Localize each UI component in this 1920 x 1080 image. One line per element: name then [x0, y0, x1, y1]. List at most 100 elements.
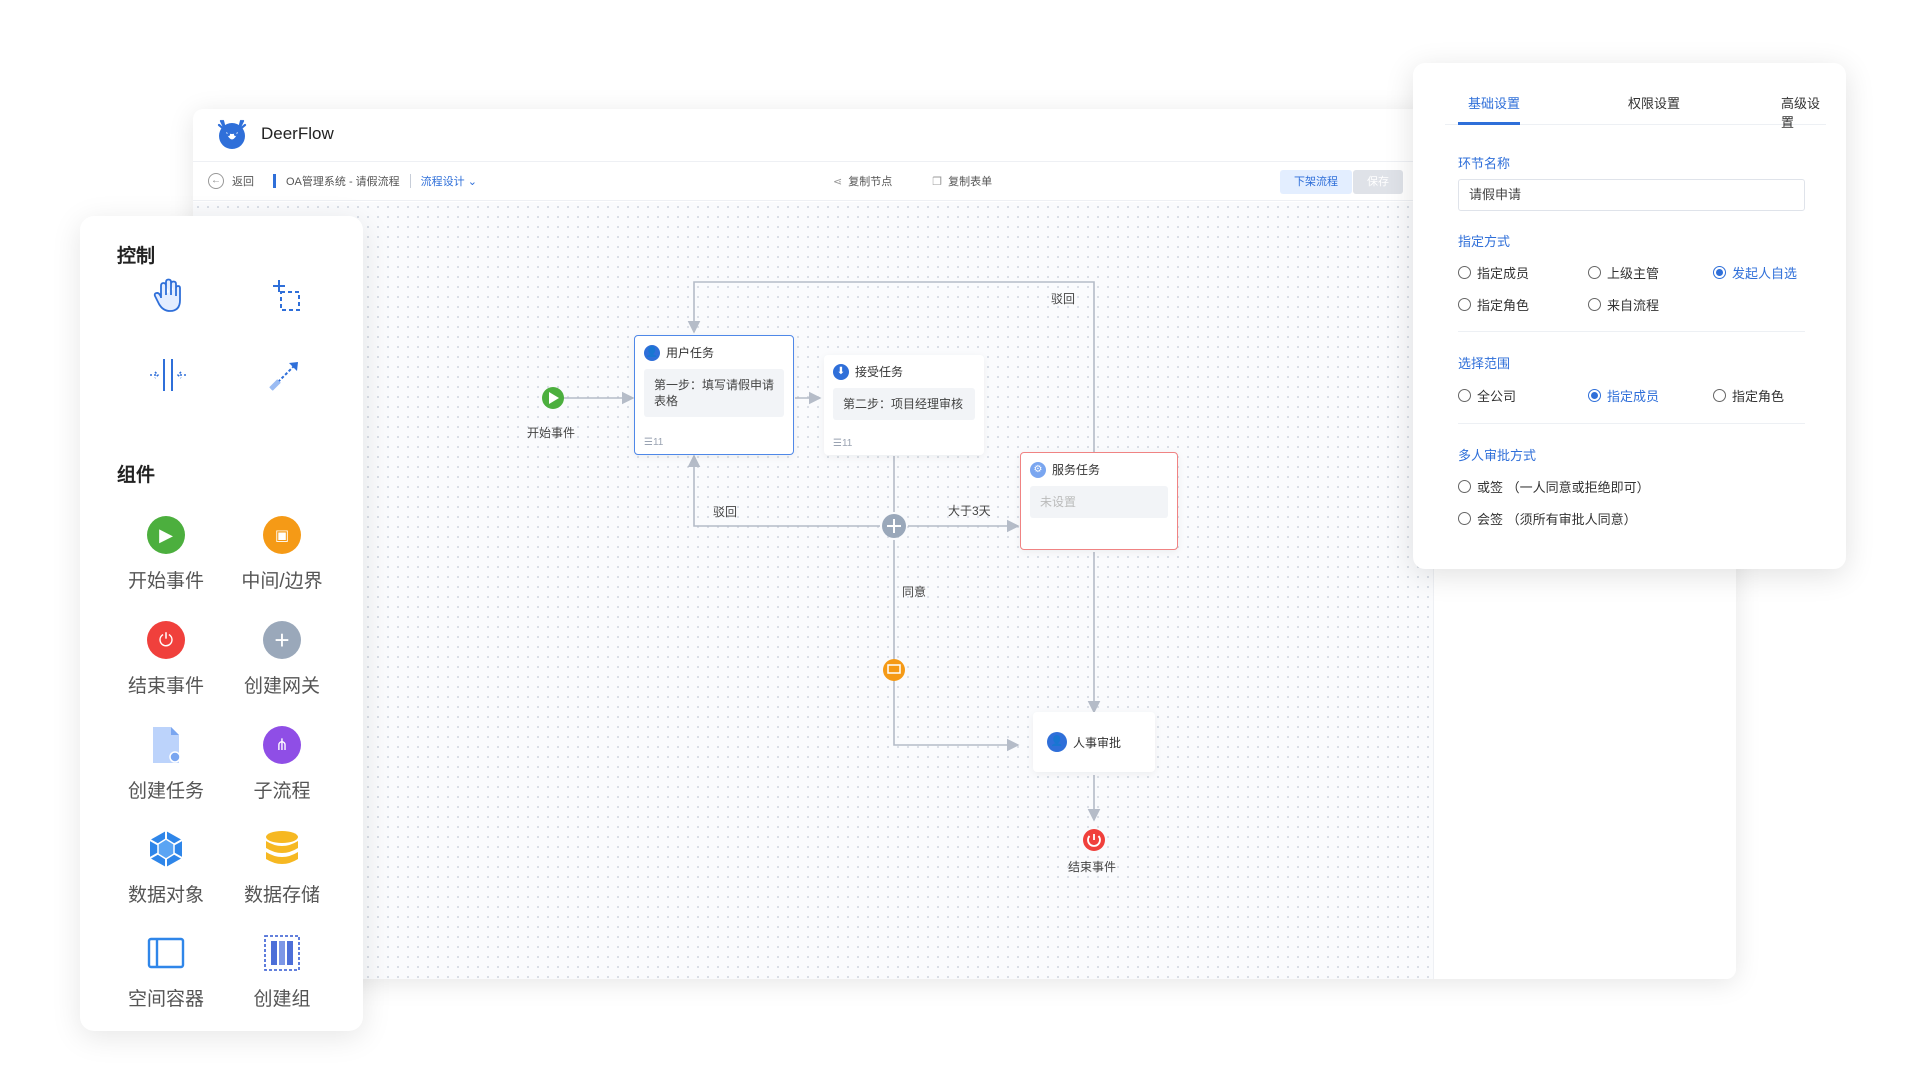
designer-toolbar: ← 返回 OA管理系统 - 请假流程 流程设计 ⌄ ⋖复制节点 ❐ 复制表单 下架… [193, 161, 1736, 201]
component-section-title: 组件 [117, 465, 156, 486]
copy-node-label: 复制节点 [848, 176, 893, 188]
radio-assign-role[interactable]: 指定角色 [1458, 295, 1529, 314]
component-data-store[interactable]: 数据存储 [222, 828, 342, 907]
edge-label-over3: 大于3天 [948, 504, 991, 518]
user-task-node[interactable]: 👤 用户任务 第一步：填写请假申请表格 ☰11 [634, 335, 794, 455]
split-tool-button[interactable] [138, 350, 198, 400]
pool-icon [147, 937, 185, 969]
component-label: 创建任务 [127, 781, 204, 802]
component-label: 数据存储 [243, 885, 320, 906]
copy-form-button[interactable]: ❐ 复制表单 [932, 173, 992, 189]
radio-label: 或签 （一人同意或拒绝即可） [1477, 480, 1650, 495]
accept-task-body: 第二步：项目经理审核 [833, 388, 975, 420]
radio-scope-company[interactable]: 全公司 [1458, 386, 1516, 405]
connect-tool-button[interactable] [255, 350, 315, 400]
user-task-footer: ☰11 [644, 437, 664, 448]
connect-icon [269, 362, 298, 391]
component-label: 中间/边界 [241, 571, 323, 592]
breadcrumb-path[interactable]: OA管理系统 - 请假流程 [286, 176, 400, 188]
edge-label-reject-top: 驳回 [1051, 292, 1076, 306]
hr-approval-title: 人事审批 [1073, 735, 1122, 750]
radio-assign-member[interactable]: 指定成员 [1458, 263, 1529, 282]
split-icon [150, 359, 186, 391]
radio-label: 全公司 [1477, 389, 1517, 404]
scope-label: 选择范围 [1458, 356, 1511, 371]
flow-canvas[interactable] [193, 202, 1433, 979]
start-event-label: 开始事件 [527, 426, 576, 440]
deer-logo-icon [217, 119, 247, 149]
gateway-icon: + [263, 621, 301, 659]
select-icon [273, 280, 300, 311]
copy-form-label: 复制表单 [948, 176, 993, 188]
component-label: 开始事件 [127, 571, 204, 592]
user-icon: 👤 [1047, 732, 1067, 752]
node-name-input[interactable]: 请假申请 [1458, 179, 1805, 211]
start-event-icon: ▶ [147, 516, 185, 554]
hr-approval-node[interactable]: 👤 人事审批 [1033, 712, 1155, 772]
radio-assign-supervisor[interactable]: 上级主管 [1588, 263, 1659, 282]
radio-multi-or[interactable]: 或签 （一人同意或拒绝即可） [1458, 477, 1650, 496]
copy-actions: ⋖复制节点 ❐ 复制表单 [833, 173, 992, 189]
tab-basic[interactable]: 基础设置 [1468, 96, 1521, 111]
component-group[interactable]: 创建组 [222, 932, 342, 1011]
active-tab-indicator [1458, 122, 1520, 125]
accept-task-node[interactable]: ⬇ 接受任务 第二步：项目经理审核 ☰11 [824, 355, 984, 455]
copy-node-button[interactable]: ⋖复制节点 [833, 173, 892, 189]
component-start-event[interactable]: ▶ 开始事件 [106, 514, 226, 593]
accept-task-title: 接受任务 [855, 365, 904, 379]
titlebar: DeerFlow [193, 109, 1736, 159]
component-label: 创建组 [253, 989, 311, 1010]
user-task-body: 第一步：填写请假申请表格 [644, 369, 784, 417]
radio-scope-role[interactable]: 指定角色 [1713, 386, 1784, 405]
hr-approval-header: 👤 人事审批 [1033, 732, 1121, 752]
radio-label: 会签 （须所有审批人同意） [1477, 512, 1637, 527]
service-gear-icon: ⚙ [1030, 461, 1046, 478]
user-task-header: 👤 用户任务 [635, 336, 793, 361]
radio-multi-and[interactable]: 会签 （须所有审批人同意） [1458, 509, 1637, 528]
hand-tool-button[interactable] [138, 271, 198, 321]
service-task-node[interactable]: ⚙ 服务任务 未设置 [1020, 452, 1178, 550]
publish-button[interactable]: 下架流程 [1280, 170, 1352, 194]
user-icon: 👤 [644, 344, 660, 361]
save-button[interactable]: 保存 [1353, 170, 1403, 194]
tab-advanced[interactable]: 高级设置 [1781, 96, 1821, 130]
radio-assign-from-flow[interactable]: 来自流程 [1588, 295, 1659, 314]
mode-dropdown[interactable]: 流程设计 ⌄ [420, 176, 477, 188]
component-label: 数据对象 [127, 885, 204, 906]
radio-scope-member[interactable]: 指定成员 [1588, 386, 1659, 405]
node-settings-panel: 基础设置 权限设置 高级设置 环节名称 请假申请 指定方式 指定成员 上级主管 … [1413, 63, 1846, 569]
radio-label: 指定成员 [1477, 266, 1530, 281]
component-label: 子流程 [253, 781, 311, 802]
component-subprocess[interactable]: ⋔ 子流程 [222, 724, 342, 803]
component-intermediate-event[interactable]: ▣ 中间/边界 [222, 514, 342, 593]
settings-tabs: 基础设置 权限设置 高级设置 [1445, 63, 1826, 130]
radio-assign-initiator[interactable]: 发起人自选 [1713, 263, 1797, 282]
component-gateway[interactable]: + 创建网关 [222, 619, 342, 698]
control-section-title: 控制 [117, 246, 156, 267]
assign-method-label: 指定方式 [1458, 234, 1511, 249]
radio-label: 上级主管 [1607, 266, 1660, 281]
copy-icon: ❐ [932, 176, 943, 188]
back-arrow-icon: ← [208, 173, 224, 189]
component-task[interactable]: 创建任务 [106, 724, 226, 803]
hand-icon [153, 278, 181, 312]
component-end-event[interactable]: ⏻ 结束事件 [106, 619, 226, 698]
breadcrumb-marker [273, 174, 276, 188]
service-task-body: 未设置 [1030, 486, 1168, 518]
service-task-header: ⚙ 服务任务 [1021, 453, 1177, 478]
subprocess-icon: ⋔ [263, 726, 301, 764]
component-pool[interactable]: 空间容器 [106, 932, 226, 1011]
radio-label: 指定角色 [1477, 298, 1530, 313]
accept-task-header: ⬇ 接受任务 [824, 355, 984, 380]
component-data-object[interactable]: 数据对象 [106, 828, 226, 907]
back-button[interactable]: ← 返回 [208, 173, 254, 189]
breadcrumb-divider [409, 174, 411, 188]
select-tool-button[interactable] [255, 271, 315, 321]
tab-permission[interactable]: 权限设置 [1628, 96, 1681, 111]
receive-icon: ⬇ [833, 363, 849, 380]
node-name-label: 环节名称 [1458, 156, 1511, 171]
back-label: 返回 [232, 176, 254, 188]
component-label: 空间容器 [127, 989, 204, 1010]
task-icon [153, 727, 181, 763]
